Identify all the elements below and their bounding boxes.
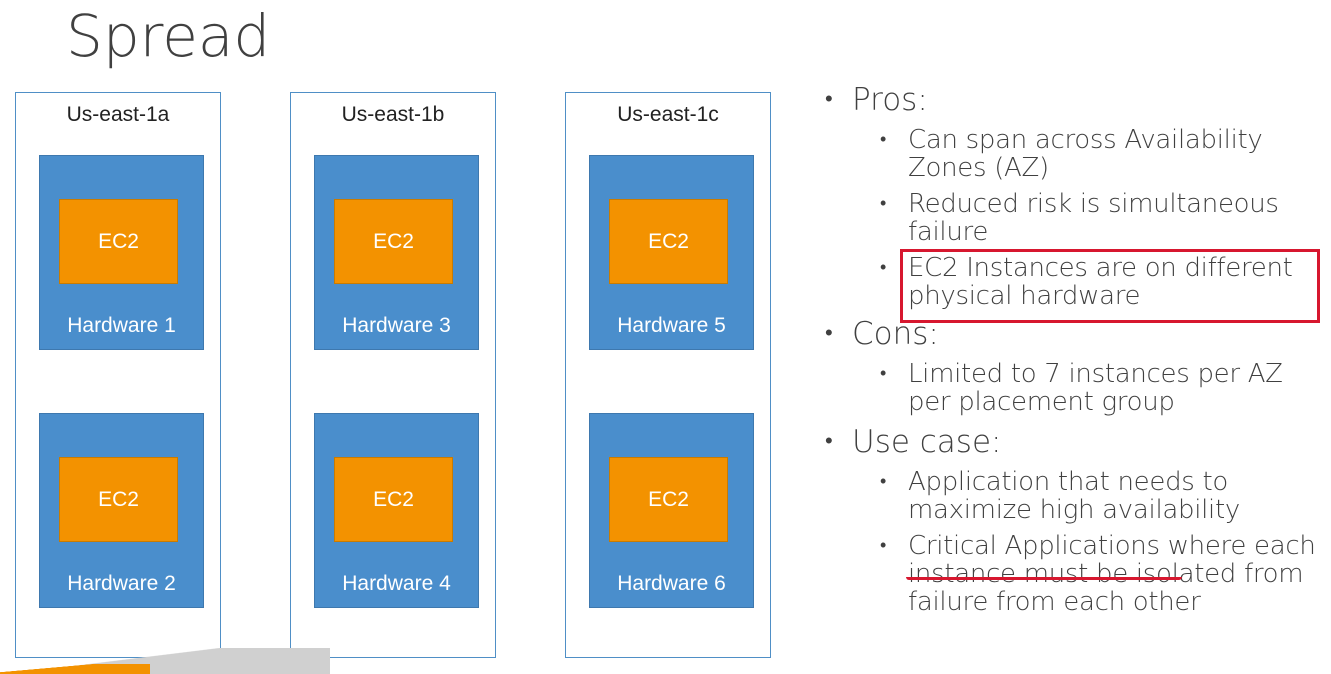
ec2-instance: EC2 [334, 199, 453, 284]
availability-zone-us-east-1c: Us-east-1c EC2 Hardware 5 EC2 Hardware 6 [565, 92, 771, 658]
slide-title: Spread [66, 2, 271, 70]
ec2-instance: EC2 [334, 457, 453, 542]
hardware-label: Hardware 2 [67, 572, 176, 595]
zone-label: Us-east-1c [617, 103, 719, 126]
red-underline [906, 577, 1182, 580]
hardware-label: Hardware 6 [617, 572, 726, 595]
hardware-label: Hardware 1 [67, 314, 176, 337]
critical-applications-text: Critical Applications [908, 531, 1160, 561]
use-case-heading: Use case: [820, 424, 1325, 460]
hardware-box: EC2 Hardware 6 [589, 413, 754, 608]
pros-item: Can span across Availability Zones (AZ) [820, 126, 1325, 182]
hardware-box: EC2 Hardware 2 [39, 413, 204, 608]
hardware-box: EC2 Hardware 1 [39, 155, 204, 350]
ec2-instance: EC2 [609, 457, 728, 542]
availability-zone-us-east-1a: Us-east-1a EC2 Hardware 1 EC2 Hardware 2 [15, 92, 221, 658]
bullet-list: Pros: Can span across Availability Zones… [820, 80, 1325, 616]
hardware-label: Hardware 3 [342, 314, 451, 337]
pros-item: Reduced risk is simultaneous failure [820, 190, 1325, 246]
zone-label: Us-east-1b [341, 103, 445, 126]
hardware-box: EC2 Hardware 3 [314, 155, 479, 350]
availability-zone-us-east-1b: Us-east-1b EC2 Hardware 3 EC2 Hardware 4 [290, 92, 496, 658]
decorative-accent-orange [0, 664, 150, 674]
critical-applications-rest: where each instance must be isolated fro… [908, 531, 1316, 617]
pros-heading: Pros: [820, 82, 1325, 118]
hardware-label: Hardware 5 [617, 314, 726, 337]
ec2-instance: EC2 [59, 457, 178, 542]
hardware-label: Hardware 4 [342, 572, 451, 595]
zone-label: Us-east-1a [66, 103, 170, 126]
hardware-box: EC2 Hardware 5 [589, 155, 754, 350]
use-case-item-critical: Critical Applications where each instanc… [820, 532, 1325, 616]
hardware-box: EC2 Hardware 4 [314, 413, 479, 608]
pros-item: EC2 Instances are on different physical … [820, 254, 1325, 310]
ec2-instance: EC2 [609, 199, 728, 284]
use-case-item: Application that needs to maximize high … [820, 468, 1325, 524]
cons-item: Limited to 7 instances per AZ per placem… [820, 360, 1325, 416]
ec2-instance: EC2 [59, 199, 178, 284]
highlight-box [900, 249, 1320, 323]
